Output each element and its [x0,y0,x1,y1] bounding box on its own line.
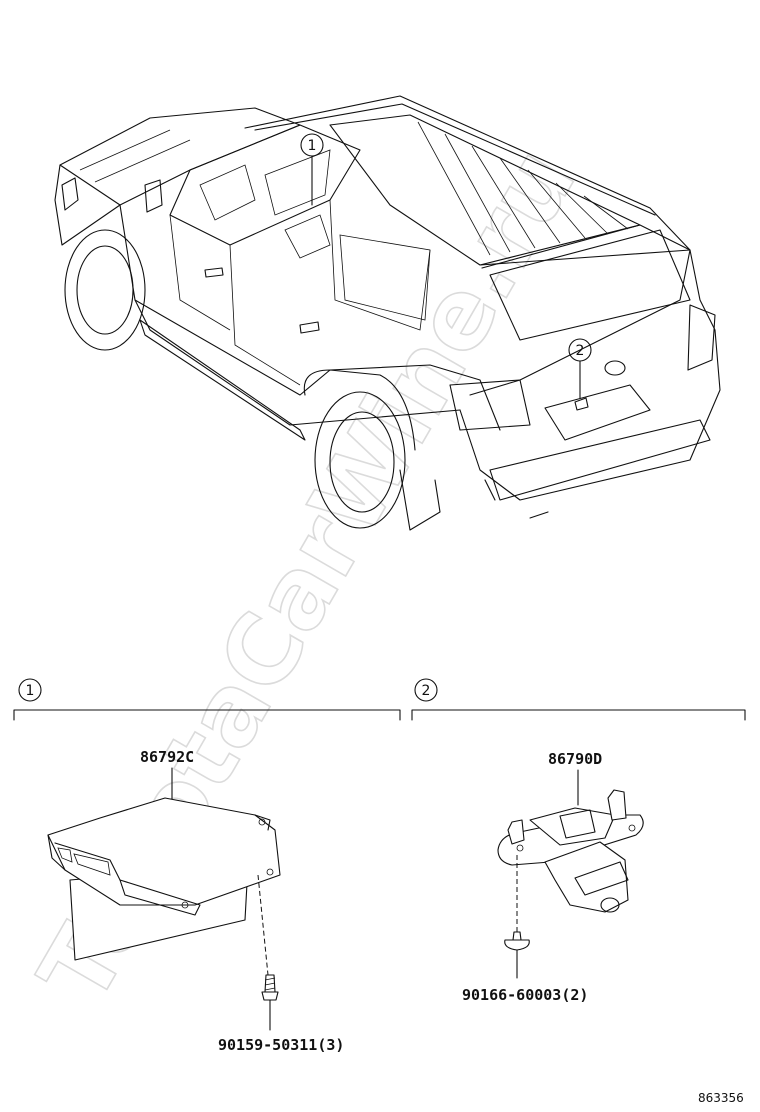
screw-90159-50311 [261,974,279,1001]
section-1-number: 1 [26,683,35,699]
callout-2-number: 2 [576,343,585,359]
callout-1: 1 [300,133,324,206]
fastener-90159-50311: 90159-50311(3) [218,1036,344,1054]
callout-1-number: 1 [308,138,317,154]
screw-90166-60003 [504,931,530,951]
control-module [47,797,281,961]
rear-camera [497,789,644,913]
section-2-number: 2 [422,683,431,699]
vehicle-illustration [54,95,721,531]
fastener-90166-60003: 90166-60003(2) [462,986,588,1004]
callout-2: 2 [568,338,592,399]
section-1: 1 86792C 90159-50311(3) [13,678,401,1054]
diagram-id: 863356 [698,1091,744,1105]
part-number-86792c: 86792C [140,748,194,766]
part-number-86790d: 86790D [548,750,602,768]
section-2: 2 86790D 90166-60003(2) [411,678,746,1004]
